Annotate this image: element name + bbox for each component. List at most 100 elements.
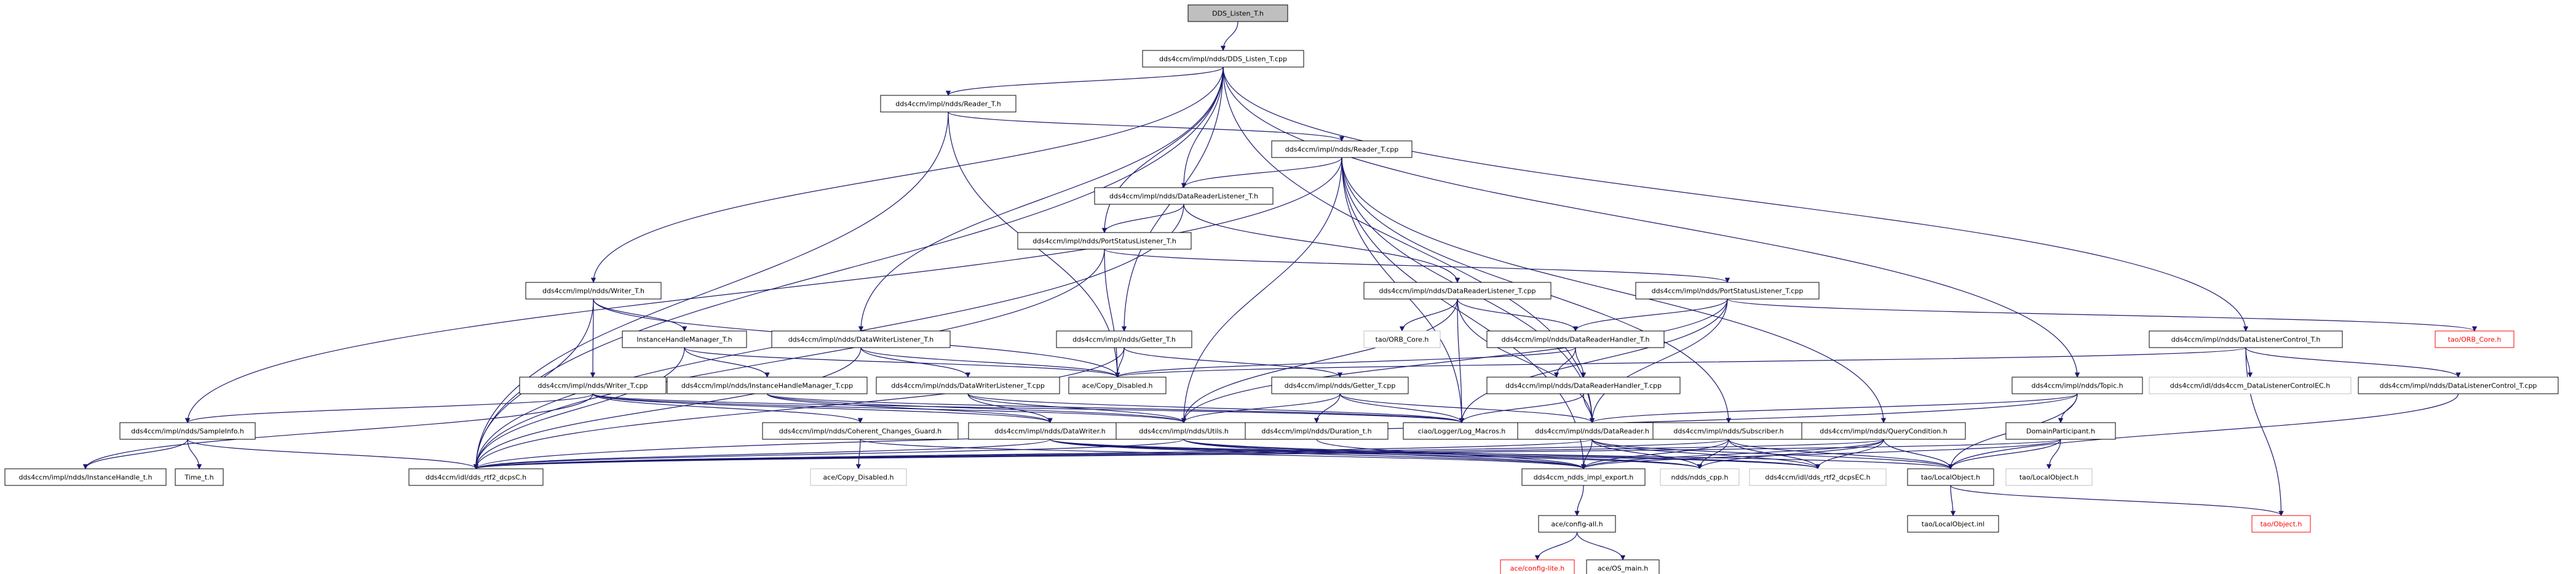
node-label: InstanceHandleManager_T.h [636,336,732,344]
dependency-edge [1223,66,2080,378]
graph-node[interactable]: dds4ccm/impl/ndds/DataReaderHandler_T.cp… [1486,377,1681,394]
dependency-edge [1049,439,1586,469]
node-label: ace/config-all.h [1551,520,1603,528]
graph-node[interactable]: tao/LocalObject.h [1907,468,1994,486]
node-label: dds4ccm/impl/ndds/Getter_T.h [1072,336,1176,344]
node-label: dds4ccm/impl/ndds/DataListenerControl_T.… [2171,336,2321,344]
node-label: dds4ccm/impl/ndds/Utils.h [1139,428,1229,436]
dependency-edge [1580,439,1884,469]
node-label: tao/Object.h [2261,520,2302,528]
graph-node[interactable]: dds4ccm_ndds_impl_export.h [1521,468,1646,486]
graph-node[interactable]: dds4ccm/impl/ndds/DataWriterListener_T.c… [876,377,1060,394]
graph-node[interactable]: ace/config-all.h [1538,515,1616,533]
graph-node[interactable]: dds4ccm/impl/ndds/DataListenerControl_T.… [2149,330,2343,348]
graph-node[interactable]: dds4ccm/impl/ndds/Duration_t.h [1245,422,1389,440]
graph-node[interactable]: dds4ccm/impl/ndds/DataReaderHandler_T.h [1486,330,1665,348]
node-label: ace/config-lite.h [1510,565,1565,573]
dependency-edge [948,111,1344,142]
graph-node[interactable]: dds4ccm/impl/ndds/Utils.h [1116,422,1252,440]
graph-node: ace/Copy_Disabled.h [810,468,907,486]
node-label: tao/LocalObject.h [2019,474,2079,482]
node-box [2149,377,2352,394]
dependency-edge [474,439,2061,469]
node-box [525,282,662,300]
dependency-edge [766,393,1186,423]
graph-node[interactable]: dds4ccm/impl/ndds/SampleInfo.h [119,422,256,440]
node-box [1801,422,1966,440]
dependency-edge [967,393,1464,423]
graph-node[interactable]: dds4ccm/impl/ndds/DataListenerControl_T.… [2358,377,2559,394]
node-box [1486,377,1681,394]
node-box [762,422,959,440]
node-label: dds4ccm/idl/dds4ccm_DataListenerControlE… [2170,382,2330,390]
dependency-edge [1950,485,1956,516]
graph-node[interactable]: dds4ccm/impl/ndds/DataReaderListener_T.h [1094,187,1274,205]
dependency-edge [1950,485,2284,516]
graph-node[interactable]: dds4ccm/impl/ndds/Subscriber.h [1652,422,1805,440]
node-label: dds4ccm/impl/ndds/DataReaderHandler_T.cp… [1505,382,1662,390]
graph-node[interactable]: InstanceHandleManager_T.h [622,330,747,348]
dependency-edge [967,393,1187,423]
graph-node[interactable]: ace/OS_main.h [1586,559,1660,574]
dependency-edge [474,439,1051,469]
dependency-edge [1591,439,1703,469]
graph-node[interactable]: ciao/Logger/Log_Macros.h [1403,422,1521,440]
graph-node[interactable]: dds4ccm/impl/ndds/Topic.h [2011,377,2143,394]
dependency-edge [1181,393,1341,423]
graph-node[interactable]: dds4ccm/impl/ndds/Reader_T.cpp [1271,140,1413,158]
node-box [1586,559,1660,574]
graph-node[interactable]: DomainParticipant.h [2005,422,2116,440]
dependency-edge [860,347,971,378]
graph-node[interactable]: ace/config-lite.h [1500,559,1575,574]
graph-node[interactable]: dds4ccm/idl/dds_rtf2_dcpsC.h [408,468,544,486]
dependency-edge [1181,66,1224,188]
graph-node: tao/ORB_Core.h [1363,330,1441,348]
node-label: dds4ccm/impl/ndds/InstanceHandle_t.h [19,474,153,482]
dependency-edge [1457,298,1465,423]
dependency-edge [967,393,1053,423]
dependency-edge [766,393,1053,423]
graph-node[interactable]: dds4ccm/impl/ndds/QueryCondition.h [1801,422,1966,440]
dependency-edge [1104,249,1120,378]
graph-node[interactable]: dds4ccm/impl/ndds/Writer_T.cpp [519,377,667,394]
node-box [1056,330,1192,348]
dependency-edge [1591,439,1821,469]
graph-node[interactable]: dds4ccm/impl/ndds/DDS_Listen_T.cpp [1142,50,1304,68]
graph-node[interactable]: tao/ORB_Core.h [2435,330,2515,348]
dependency-edge [1115,347,2246,378]
graph-node[interactable]: tao/LocalObject.inl [1907,515,1999,533]
graph-node[interactable]: dds4ccm/impl/ndds/DataWriterListener_T.h [771,330,951,348]
graph-node[interactable]: dds4ccm/impl/ndds/Getter_T.cpp [1271,377,1409,394]
dependency-edge [592,393,1186,423]
graph-node[interactable]: dds4ccm/impl/ndds/PortStatusListener_T.c… [1635,282,1820,300]
node-label: ace/OS_main.h [1598,565,1648,573]
graph-node[interactable]: dds4ccm/impl/ndds/DataWriter.h [968,422,1132,440]
graph-node[interactable]: dds4ccm/impl/ndds/InstanceHandle_t.h [4,468,167,486]
node-box [810,468,907,486]
graph-node[interactable]: tao/Object.h [2251,515,2311,533]
graph-node[interactable]: dds4ccm/impl/ndds/DataReaderListener_T.c… [1363,282,1552,300]
graph-node[interactable]: ace/Copy_Disabled.h [1068,377,1167,394]
node-box [1094,187,1274,205]
graph-node[interactable]: dds4ccm/impl/ndds/Writer_T.h [525,282,662,300]
graph-node[interactable]: dds4ccm/impl/ndds/DataReader.h [1517,422,1667,440]
node-box [2011,377,2143,394]
node-label: dds4ccm/impl/ndds/Writer_T.h [542,287,644,295]
node-label: dds4ccm/impl/ndds/PortStatusListener_T.h [1032,237,1176,245]
dependency-edge [855,439,862,469]
graph-node[interactable]: dds4ccm/impl/ndds/Coherent_Changes_Guard… [762,422,959,440]
dependency-edge [1581,439,2061,469]
dependency-edge [1399,298,1458,332]
dependency-edge [2245,347,2461,378]
graph-node[interactable]: dds4ccm/impl/ndds/Reader_T.h [880,95,1017,113]
graph-node[interactable]: dds4ccm/impl/ndds/PortStatusListener_T.h [1017,232,1192,250]
graph-node[interactable]: dds4ccm/impl/ndds/Getter_T.h [1056,330,1192,348]
dependency-edge [1459,393,1584,423]
node-box [2358,377,2559,394]
dependency-edge [473,249,1105,469]
graph-node[interactable]: Time_t.h [175,468,224,486]
node-label: tao/LocalObject.inl [1922,520,1984,528]
graph-node[interactable]: dds4ccm/impl/ndds/InstanceHandleManager_… [667,377,868,394]
graph-node: dds4ccm/idl/dds_rtf2_dcpsEC.h [1749,468,1887,486]
node-box [2005,468,2093,486]
